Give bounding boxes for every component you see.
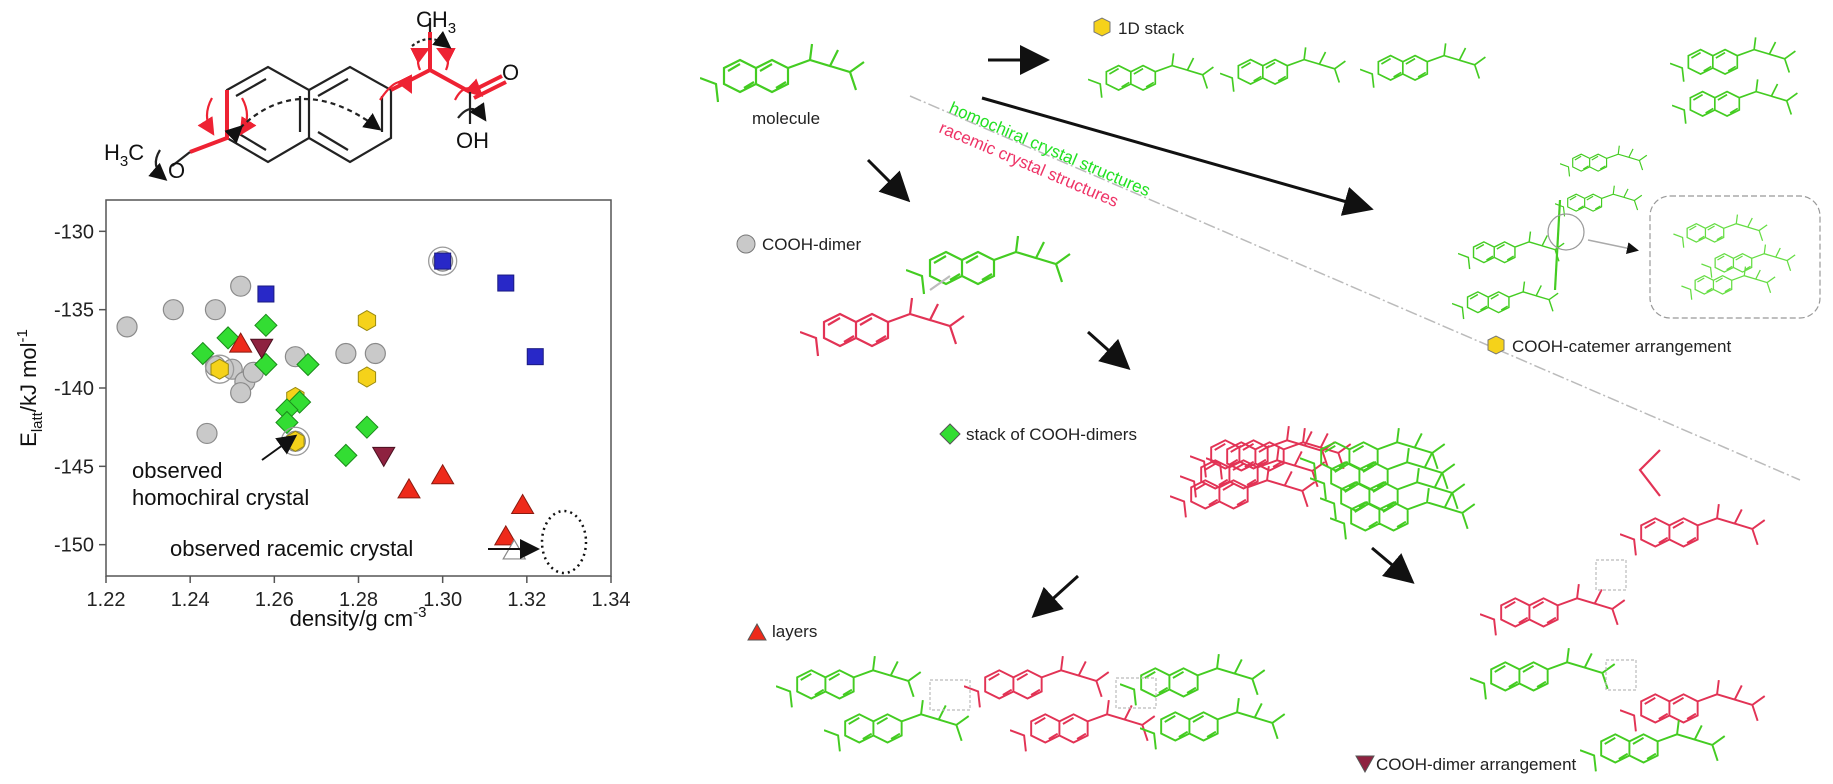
annotation-observed: observed (132, 458, 223, 483)
y-axis-ticks: -130 -135 -140 -145 -150 (54, 221, 106, 557)
observed-ring (428, 246, 458, 276)
x-tick-label: 1.22 (87, 589, 126, 611)
plot-area (105, 199, 612, 577)
x-tick-label: 1.30 (423, 589, 462, 611)
x-tick-label: 1.34 (592, 589, 631, 611)
diamond-point (191, 341, 215, 366)
triangle-up-point (510, 493, 535, 514)
stack-dimers-label: stack of COOH-dimers (966, 425, 1137, 444)
triangle-up-point (493, 524, 518, 546)
diamond-point (254, 313, 278, 338)
diamond-point (334, 443, 358, 468)
triangle-legend-icon (747, 622, 767, 641)
x-tick-label: 1.32 (507, 589, 546, 611)
circle-point (230, 382, 252, 404)
diamond-point (296, 352, 320, 377)
molecule-labels: CH3 H3C O O OH (104, 7, 519, 183)
y-axis-label: Elatt/kJ mol-1 (14, 329, 46, 447)
data-points (116, 246, 544, 560)
hexagon-point (357, 366, 377, 388)
square-point (497, 274, 515, 292)
y-tick-label: -150 (54, 535, 94, 557)
hexagon-legend-icon-2 (1487, 335, 1505, 355)
hexagon-point (210, 358, 229, 380)
x-tick-label: 1.28 (339, 589, 378, 611)
x-tick-label: 1.26 (255, 589, 294, 611)
triangle-up-point (430, 463, 455, 485)
circle-point (196, 422, 218, 445)
crystal-packing-scheme: molecule homochiral crystal structures r… (700, 17, 1821, 774)
circle-point (162, 299, 184, 321)
dimer-label: COOH-dimer (762, 235, 862, 254)
h3c-label: H3C (104, 140, 144, 170)
triangle-down-point (371, 446, 396, 468)
x-axis-label: density/g cm-3 (290, 604, 427, 631)
x-axis-ticks: 1.22 1.24 1.26 1.28 1.30 1.32 1.34 (87, 576, 631, 611)
catemer-label: COOH-catemer arrangement (1512, 337, 1731, 356)
scheme-arrows (866, 45, 1415, 619)
observed-ring (204, 354, 235, 384)
stack-label: 1D stack (1118, 19, 1185, 38)
y-tick-label: -130 (54, 221, 94, 243)
y-tick-label: -145 (54, 456, 94, 478)
triangle-down-point (249, 338, 274, 360)
circle-point (204, 299, 227, 321)
layers-label: layers (772, 622, 817, 641)
y-tick-label: -135 (54, 300, 94, 322)
circle-point (335, 342, 357, 365)
homochiral-arrow (261, 434, 298, 461)
scatter-chart: 1.22 1.24 1.26 1.28 1.30 1.32 1.34 -130 -135 -14… (14, 199, 631, 631)
circle-point (364, 342, 386, 365)
circle-point (116, 316, 138, 338)
carbonyl-oxygen-label: O (502, 60, 519, 85)
y-tick-label: -140 (54, 378, 94, 400)
hexagon-legend-icon (1093, 17, 1111, 37)
triangle-up-point (228, 332, 253, 353)
hydroxyl-label: OH (456, 128, 489, 153)
annotation-racemic-crystal: observed racemic crystal (170, 536, 413, 561)
molecule-drawing (700, 42, 866, 104)
molecule-structure (148, 18, 507, 181)
molecule-label: molecule (752, 109, 820, 128)
diamond-point (355, 415, 379, 439)
methoxy-oxygen-label: O (168, 158, 185, 183)
racemic-highlight-ring (540, 509, 588, 575)
square-point (434, 252, 452, 270)
square-point (526, 348, 544, 366)
diamond-point (216, 326, 240, 350)
circle-legend-icon (736, 234, 756, 254)
triangle-up-point (397, 477, 421, 499)
hexagon-point (357, 310, 377, 332)
x-tick-label: 1.24 (171, 589, 210, 611)
circle-point (230, 275, 252, 297)
triangle-down-legend-icon (1355, 755, 1375, 774)
diamond-legend-icon (939, 423, 961, 445)
ch3-label: CH3 (416, 7, 456, 37)
diamond-point (254, 352, 278, 377)
square-point (257, 285, 275, 303)
annotation-homochiral-crystal: homochiral crystal (132, 485, 309, 510)
dimer-arrangement-label: COOH-dimer arrangement (1376, 755, 1577, 774)
